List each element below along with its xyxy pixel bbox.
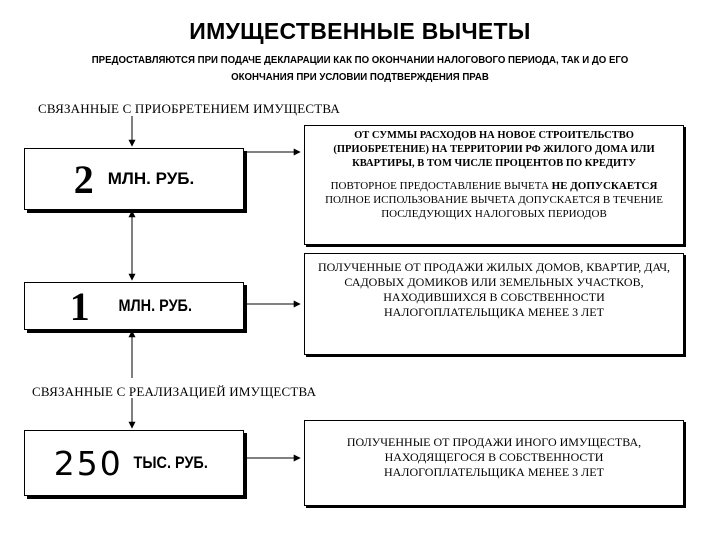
description-3-text: ПОЛУЧЕННЫЕ ОТ ПРОДАЖИ ИНОГО ИМУЩЕСТВА, Н… — [346, 435, 642, 479]
description-box-2: ПОЛУЧЕННЫЕ ОТ ПРОДАЖИ ЖИЛЫХ ДОМОВ, КВАРТ… — [304, 253, 684, 355]
amount-unit-1: МЛН. РУБ. — [107, 169, 195, 188]
amount-box-3: 250 ТЫС. РУБ. — [24, 430, 244, 496]
amount-number-2: 1 — [69, 283, 90, 329]
description-1-note: ПОВТОРНОЕ ПРЕДОСТАВЛЕНИЕ ВЫЧЕТА НЕ ДОПУС… — [305, 171, 683, 221]
page-subtitle: ПРЕДОСТАВЛЯЮТСЯ ПРИ ПОДАЧЕ ДЕКЛАРАЦИИ КА… — [91, 54, 629, 83]
description-box-1: ОТ СУММЫ РАСХОДОВ НА НОВОЕ СТРОИТЕЛЬСТВО… — [304, 125, 684, 245]
sale-section-label: СВЯЗАННЫЕ С РЕАЛИЗАЦИЕЙ ИМУЩЕСТВА — [32, 384, 317, 399]
amount-unit-2: МЛН. РУБ. — [118, 296, 192, 315]
amount-number-3: 250 — [53, 443, 123, 483]
amount-unit-3: ТЫС. РУБ. — [133, 453, 208, 472]
description-box-3: ПОЛУЧЕННЫЕ ОТ ПРОДАЖИ ИНОГО ИМУЩЕСТВА, Н… — [304, 420, 684, 506]
amount-box-2: 1 МЛН. РУБ. — [24, 282, 244, 330]
amount-number-1: 2 — [73, 156, 94, 202]
description-1-note-emphasis: НЕ ДОПУСКАЕТСЯ — [551, 180, 658, 192]
amount-box-1: 2 МЛН. РУБ. — [24, 148, 244, 210]
page-title: ИМУЩЕСТВЕННЫЕ ВЫЧЕТЫ — [189, 18, 531, 44]
description-1-note-rest: ПОЛНОЕ ИСПОЛЬЗОВАНИЕ ВЫЧЕТА ДОПУСКАЕТСЯ … — [325, 194, 663, 220]
acquisition-section-label: СВЯЗАННЫЕ С ПРИОБРЕТЕНИЕМ ИМУЩЕСТВА — [38, 101, 340, 116]
description-1-main: ОТ СУММЫ РАСХОДОВ НА НОВОЕ СТРОИТЕЛЬСТВО… — [333, 130, 655, 169]
description-1-note-prefix: ПОВТОРНОЕ ПРЕДОСТАВЛЕНИЕ ВЫЧЕТА — [330, 180, 552, 192]
description-2-text: ПОЛУЧЕННЫЕ ОТ ПРОДАЖИ ЖИЛЫХ ДОМОВ, КВАРТ… — [317, 260, 671, 319]
